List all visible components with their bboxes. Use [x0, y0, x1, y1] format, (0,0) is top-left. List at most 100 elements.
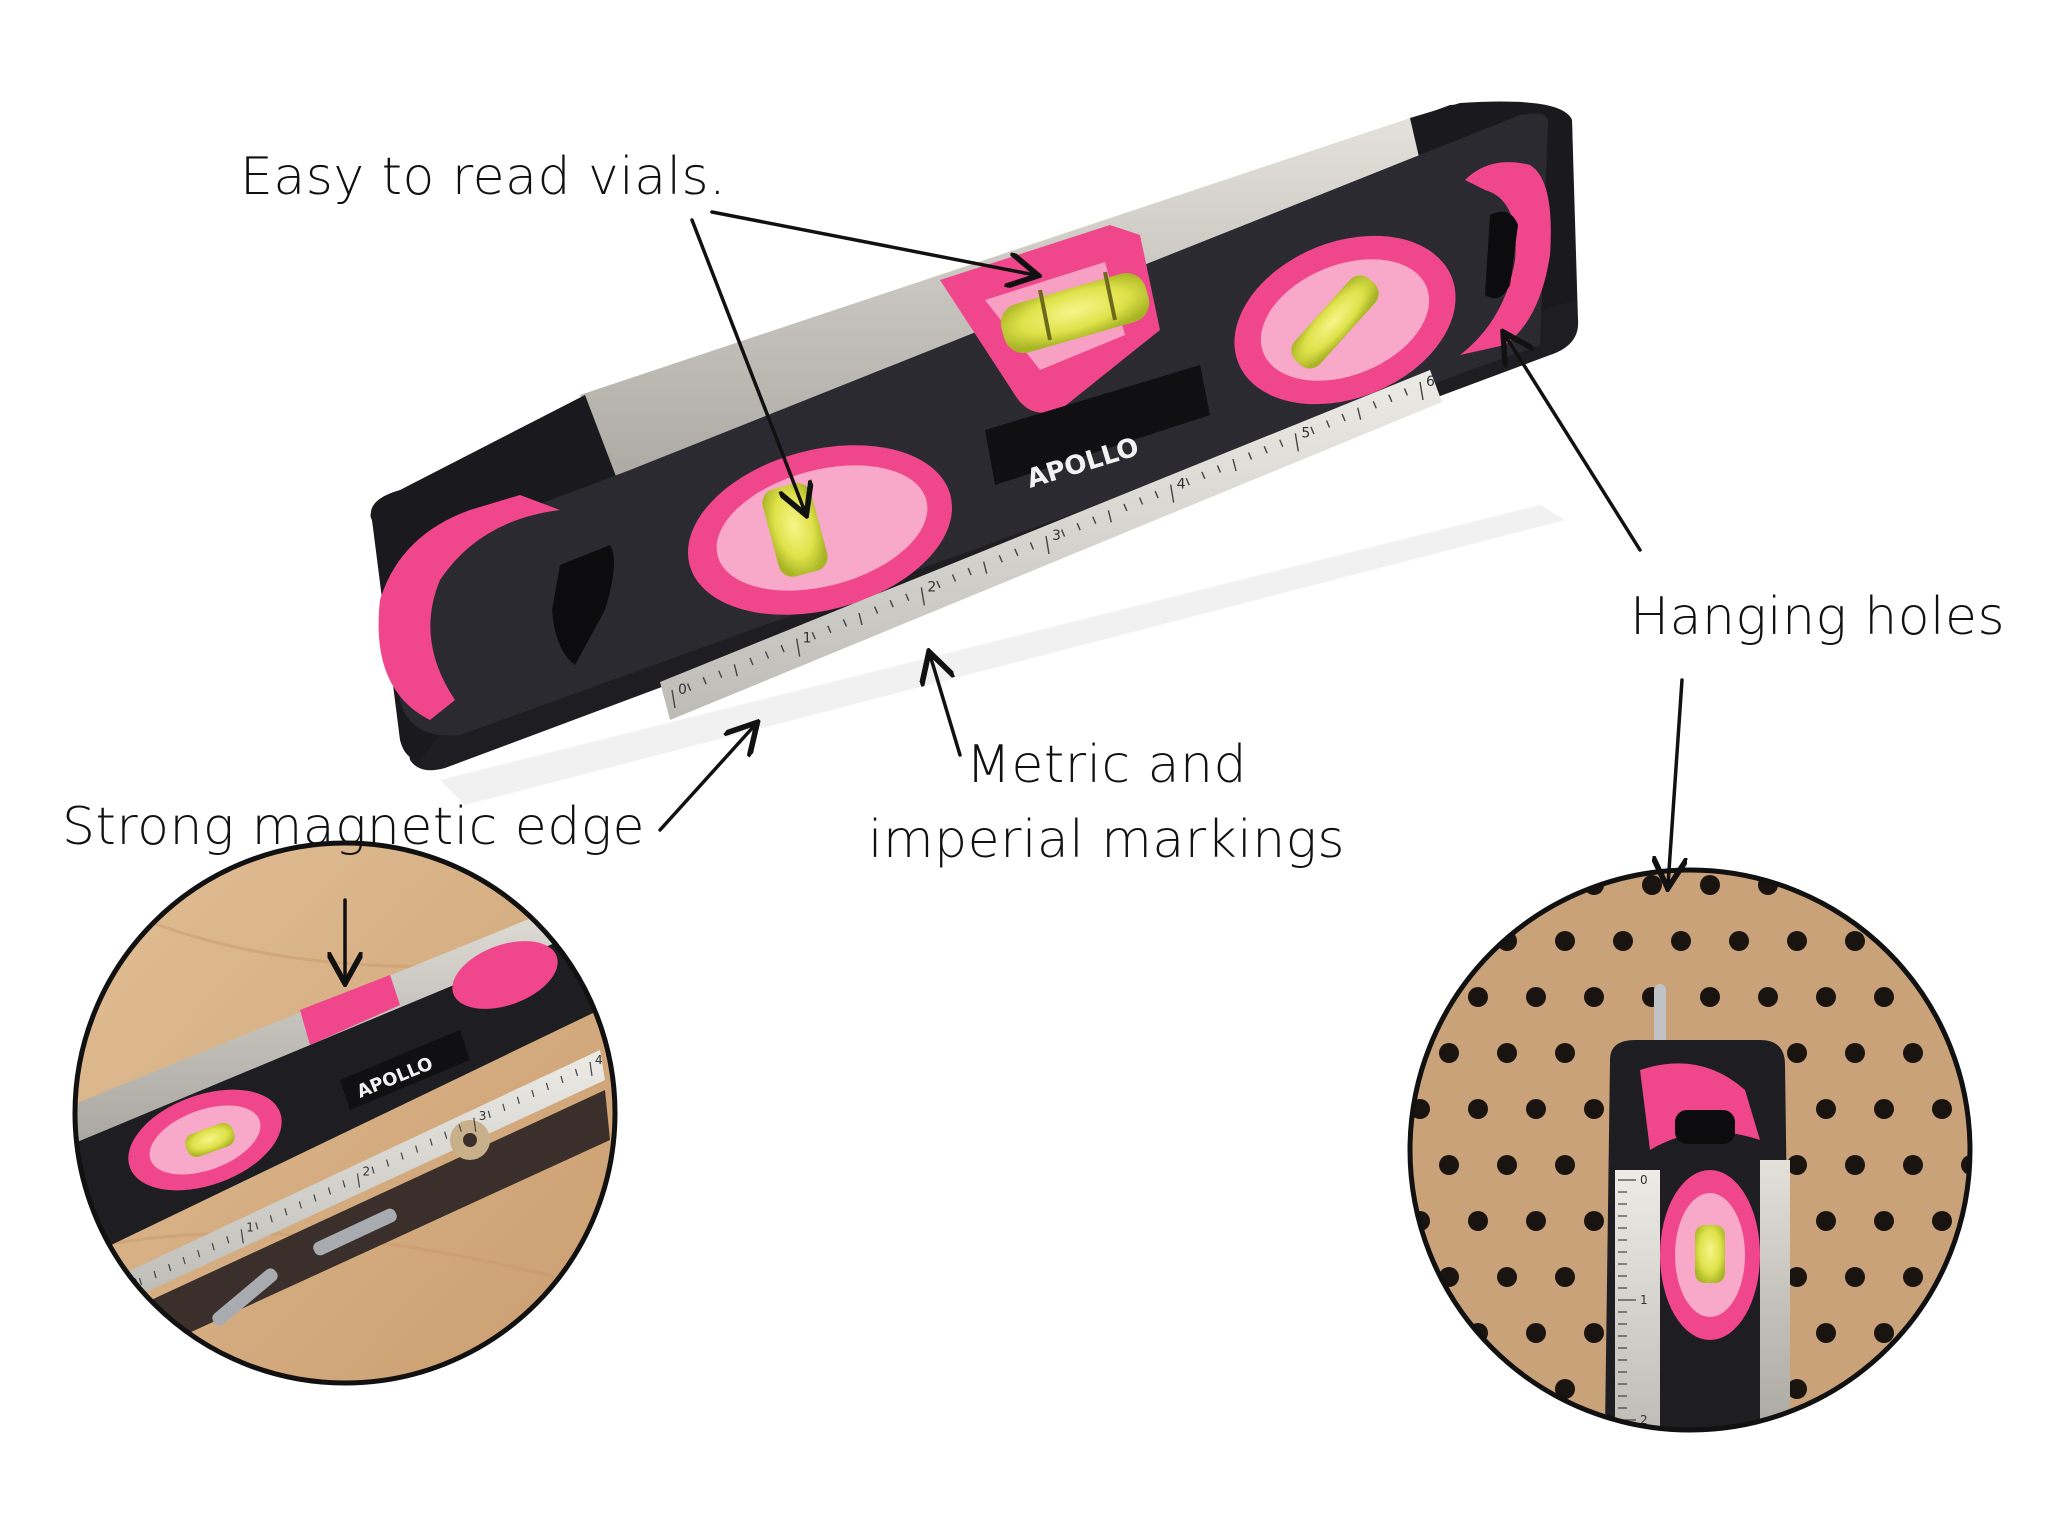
- callout-arrows: [345, 210, 1682, 980]
- peg-hole: [1468, 1099, 1488, 1119]
- vial-horizontal: [1000, 273, 1150, 353]
- brand-plate: [985, 365, 1210, 485]
- peg-hole: [1439, 931, 1459, 951]
- callout-metric-line2: imperial markings: [868, 810, 1345, 871]
- callout-magnetic-edge: Strong magnetic edge: [62, 797, 645, 857]
- inset-ruler-label: 1: [246, 1220, 254, 1234]
- inset-pegboard: 012: [1407, 867, 1973, 1433]
- callout-metric-line1: Metric and: [965, 735, 1247, 795]
- peg-hole: [1961, 931, 1970, 951]
- arrow-vials-left: [690, 218, 805, 512]
- peg-hole: [1700, 987, 1720, 1007]
- peg-hole: [1555, 931, 1575, 951]
- peg-hole: [1932, 1323, 1952, 1343]
- ruler-label: 3: [1052, 528, 1061, 544]
- ruler-label: 1: [803, 631, 812, 647]
- peg-hole: [1526, 987, 1546, 1007]
- bolt: [212, 1268, 278, 1326]
- peg-hole: [1816, 1211, 1836, 1231]
- arrow-holes-top: [1505, 335, 1642, 552]
- peg-hole: [1526, 1323, 1546, 1343]
- peg-hole: [1584, 987, 1604, 1007]
- arrow-magnet-main: [658, 725, 755, 832]
- inset-ruler-label: 2: [363, 1165, 371, 1179]
- peg-hole: [1816, 987, 1836, 1007]
- arrow-vials-top: [710, 210, 1035, 275]
- peg-hole: [1497, 1043, 1517, 1063]
- peg-hole: [1874, 1099, 1894, 1119]
- peg-hole: [1874, 1323, 1894, 1343]
- peg-hole: [1671, 931, 1691, 951]
- screw: [313, 1208, 397, 1256]
- peg-hole: [1468, 987, 1488, 1007]
- pink-grip-right: [1460, 162, 1551, 355]
- peg-hole: [1845, 1043, 1865, 1063]
- ruler-label: 4: [1177, 477, 1186, 493]
- peg-hole: [1932, 1211, 1952, 1231]
- peg-hole: [1845, 1155, 1865, 1175]
- peg-hole: [1787, 1043, 1807, 1063]
- peg-hole: [1961, 1379, 1970, 1399]
- inset-ruler: [1615, 1170, 1660, 1430]
- inset-ruler-label: 2: [1640, 1413, 1648, 1427]
- peg-hole: [1903, 1267, 1923, 1287]
- peg-hole: [1439, 1043, 1459, 1063]
- ruler-label: 6: [1426, 374, 1435, 390]
- peg-hole: [1410, 987, 1430, 1007]
- peg-hole: [1613, 931, 1633, 951]
- peg-hole: [1787, 1155, 1807, 1175]
- peg-hole: [1903, 1155, 1923, 1175]
- peg-hole: [1729, 931, 1749, 951]
- vial-angle: [1291, 275, 1379, 369]
- peg-hole: [1642, 875, 1662, 895]
- peg-hole: [1874, 987, 1894, 1007]
- peg-hole: [1932, 987, 1952, 1007]
- peg-hole: [1758, 987, 1778, 1007]
- peg-hole: [1700, 875, 1720, 895]
- hanging-hole-right: [1485, 211, 1518, 299]
- callout-metric-imperial: Metric and imperial markings: [868, 728, 1345, 879]
- peg-hole: [1845, 931, 1865, 951]
- peg-hole: [1468, 875, 1488, 895]
- inset-ruler-label: 1: [1640, 1293, 1648, 1307]
- peg-hole: [1903, 1043, 1923, 1063]
- peg-hole: [1526, 1211, 1546, 1231]
- pink-grip-left: [378, 495, 560, 720]
- peg-hole: [1874, 875, 1894, 895]
- arrow-holes-bottom: [1668, 678, 1682, 885]
- hanging-hole-left: [552, 545, 614, 665]
- peg-hole: [1903, 931, 1923, 951]
- peg-hole: [1497, 1155, 1517, 1175]
- peg-hole: [1816, 875, 1836, 895]
- peg-hole: [1439, 1155, 1459, 1175]
- peg-hole: [1961, 1267, 1970, 1287]
- inset-ruler-label: 4: [595, 1053, 603, 1067]
- peg-hole: [1555, 1043, 1575, 1063]
- peg-hole: [1584, 1211, 1604, 1231]
- peg-hole: [1845, 1267, 1865, 1287]
- peg-hole: [1497, 1267, 1517, 1287]
- peg-hole: [1555, 1379, 1575, 1399]
- peg-hole: [1787, 1379, 1807, 1399]
- ruler-strip: [660, 370, 1442, 720]
- peg-hole: [1932, 875, 1952, 895]
- callout-hanging-holes: Hanging holes: [1630, 587, 2006, 647]
- inset-ruler-label: 3: [479, 1109, 487, 1123]
- peg-hole: [1787, 1267, 1807, 1287]
- peg-hole: [1468, 1211, 1488, 1231]
- peg-hole: [1555, 1155, 1575, 1175]
- peg-hole: [1526, 1099, 1546, 1119]
- arrow-metric: [930, 655, 962, 757]
- peg-hole: [1410, 1323, 1430, 1343]
- peg-hole: [1497, 1379, 1517, 1399]
- ruler-label: 5: [1301, 425, 1310, 441]
- ruler-label: 0: [678, 682, 687, 698]
- peg-hole: [1961, 1043, 1970, 1063]
- peg-hole: [1439, 1379, 1459, 1399]
- callout-easy-to-read-vials: Easy to read vials.: [240, 147, 727, 207]
- peg-hole: [1961, 1155, 1970, 1175]
